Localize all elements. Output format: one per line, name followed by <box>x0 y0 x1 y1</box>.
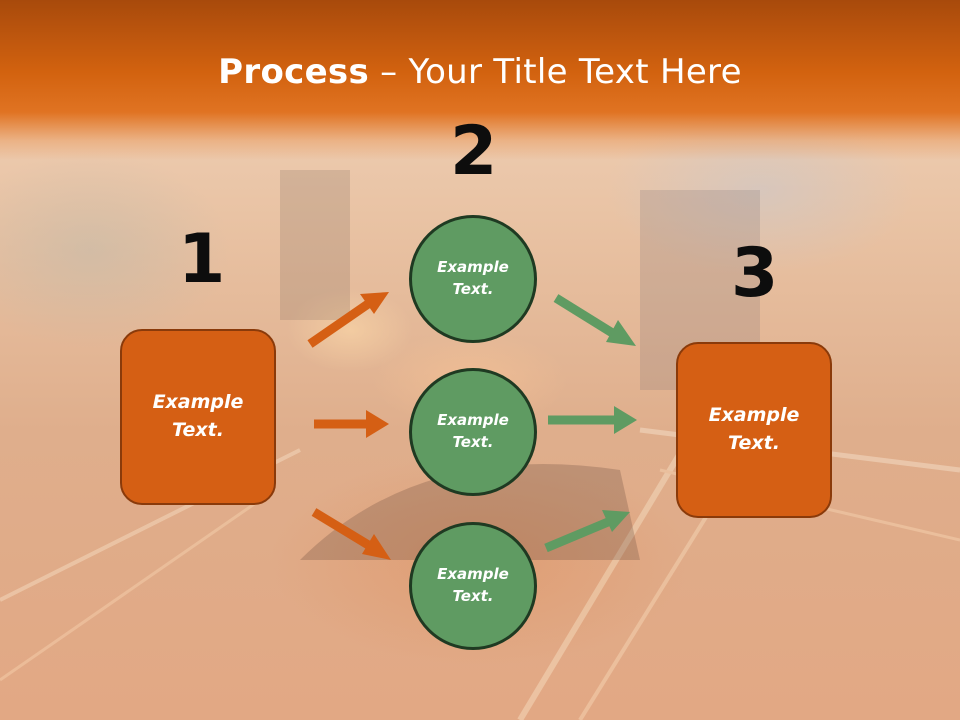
step-number-3: 3 <box>731 234 779 313</box>
step-box-3-text: Example Text. <box>708 404 800 454</box>
arrow-bottom-to-box3 <box>544 510 630 553</box>
slide-title: Process – Your Title Text Here <box>0 52 960 92</box>
step-circle-bottom-text: Example Text. <box>437 565 509 605</box>
arrow-box1-to-bottom <box>311 508 391 560</box>
arrow-middle-to-box3 <box>548 406 637 434</box>
header-band <box>0 0 960 160</box>
step-box-1-text: Example Text. <box>152 391 244 441</box>
step-box-3[interactable]: Example Text. <box>676 342 832 518</box>
step-box-1[interactable]: Example Text. <box>120 329 276 505</box>
step-circle-bottom[interactable]: Example Text. <box>409 522 537 650</box>
step-circle-middle[interactable]: Example Text. <box>409 368 537 496</box>
arrow-top-to-box3 <box>553 294 636 346</box>
step-circle-top[interactable]: Example Text. <box>409 215 537 343</box>
arrow-box1-to-middle <box>314 410 389 438</box>
title-rest: – Your Title Text Here <box>369 52 742 92</box>
title-bold: Process <box>218 52 370 92</box>
step-number-1: 1 <box>178 220 226 299</box>
step-circle-middle-text: Example Text. <box>437 411 509 451</box>
arrow-box1-to-top <box>307 292 389 348</box>
step-circle-top-text: Example Text. <box>437 258 509 298</box>
step-number-2: 2 <box>450 112 498 191</box>
